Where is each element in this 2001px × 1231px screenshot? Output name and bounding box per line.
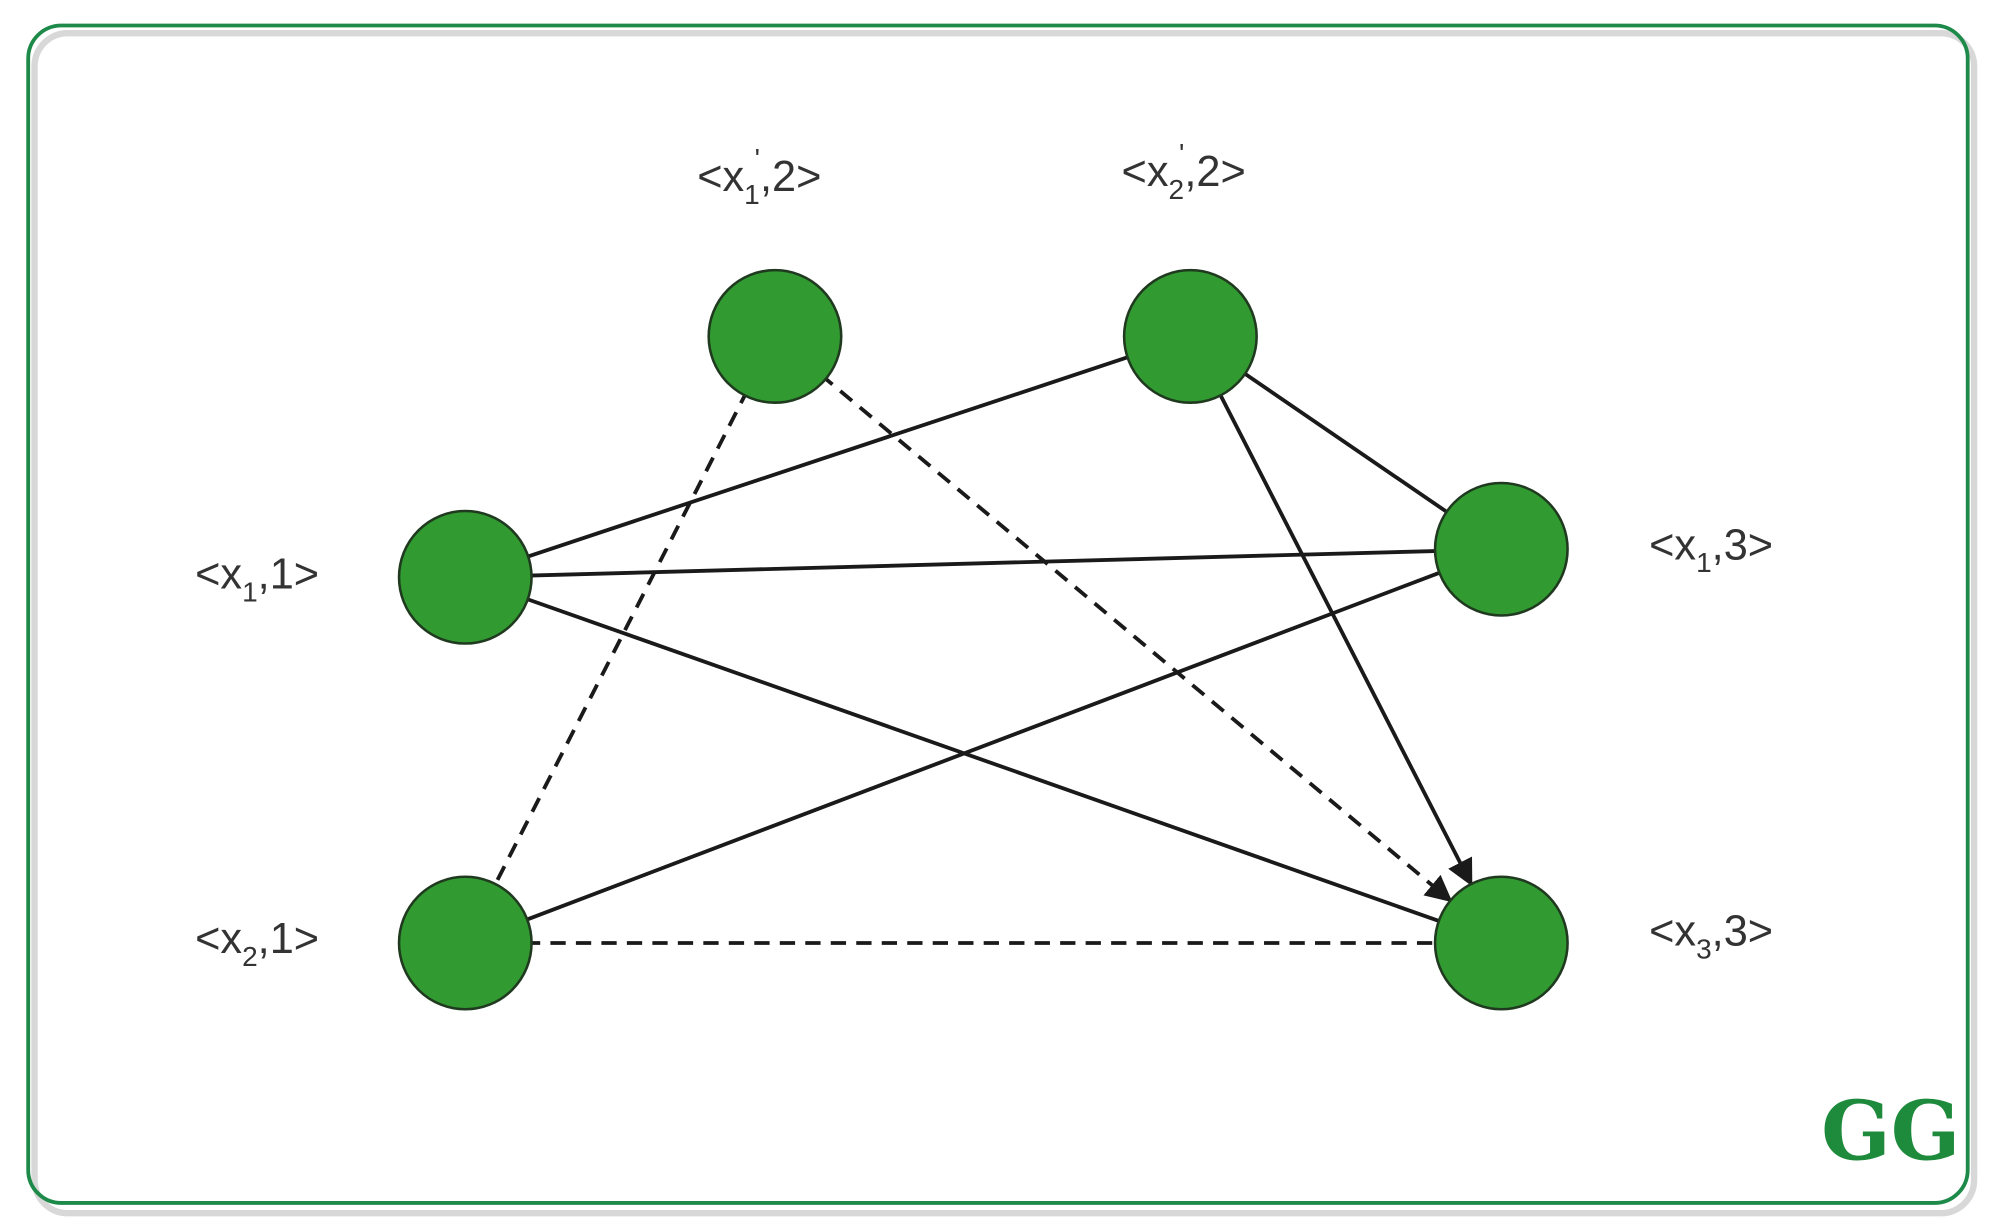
frame-border (26, 23, 1970, 1205)
edge-x2p2-x33 (1215, 388, 1473, 887)
node-x1p2 (707, 268, 843, 404)
svg-text:<x2,1>: <x2,1> (195, 915, 319, 972)
edges-layer (493, 353, 1473, 945)
edge-x21-x13 (520, 570, 1441, 924)
node-label-x21: <x2,1> (195, 915, 319, 972)
svg-text:<x1,1>: <x1,1> (195, 551, 319, 608)
node-label-x2p2: <x2',2> (1122, 138, 1246, 205)
edge-x11-x13 (524, 549, 1436, 578)
edge-x2p2-x13 (1238, 368, 1448, 514)
node-x2p2 (1122, 268, 1258, 404)
node-label-x11: <x1,1> (195, 551, 319, 608)
svg-text:<x2',2>: <x2',2> (1122, 138, 1246, 205)
svg-text:<x3,3>: <x3,3> (1649, 908, 1773, 965)
edge-x11-x33 (520, 595, 1440, 923)
gfg-logo: GG (1821, 1084, 1960, 1180)
edge-x2p2-x11 (527, 353, 1135, 559)
node-label-x13: <x1,3> (1649, 521, 1773, 578)
svg-text:<x1,3>: <x1,3> (1649, 521, 1773, 578)
svg-text:<x1',2>: <x1',2> (697, 143, 821, 210)
node-x21 (397, 875, 533, 1011)
node-x33 (1433, 875, 1569, 1011)
node-x11 (397, 509, 533, 645)
node-label-x1p2: <x1',2> (697, 143, 821, 210)
node-x13 (1433, 481, 1569, 617)
node-label-x33: <x3,3> (1649, 908, 1773, 965)
frame-shadow (31, 29, 1978, 1217)
edge-x1p2-x21 (493, 388, 750, 885)
nodes-layer (397, 268, 1569, 1011)
edge-x1p2-x33 (819, 373, 1453, 903)
